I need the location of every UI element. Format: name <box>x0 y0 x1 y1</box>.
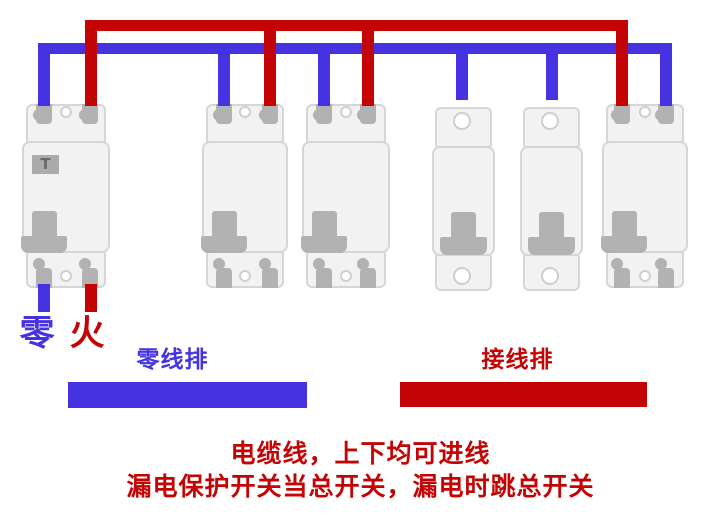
live-drop-wire <box>264 20 276 106</box>
terminal-screw <box>655 109 667 121</box>
terminal-screw <box>33 109 45 121</box>
toggle-lever-base <box>201 236 247 253</box>
toggle-lever <box>32 211 57 238</box>
indicator-hole <box>239 106 251 118</box>
terminal-hole <box>540 112 559 130</box>
toggle-lever-base <box>601 236 647 253</box>
neutral-drop-wire <box>318 43 330 106</box>
live-supply-wire <box>85 284 97 312</box>
terminal-hole <box>452 112 471 130</box>
toggle-lever <box>539 212 564 239</box>
terminal-screw <box>655 258 667 270</box>
indicator-hole <box>639 106 651 118</box>
terminal-screw <box>313 109 325 121</box>
terminal-screw <box>79 109 91 121</box>
toggle-lever <box>451 212 476 239</box>
toggle-lever <box>612 211 637 238</box>
terminal-screw <box>213 258 225 270</box>
neutral-wire-label: 零 <box>19 314 55 354</box>
live-drop-wire <box>85 20 97 106</box>
toggle-lever-base <box>440 237 487 255</box>
toggle-lever-base <box>301 236 347 253</box>
indicator-hole <box>60 106 72 118</box>
neutral-bus-bar <box>68 382 307 408</box>
live-drop-wire <box>362 20 374 106</box>
live-wire-label: 火 <box>69 314 105 354</box>
terminal-screw <box>79 258 91 270</box>
terminal-bus-bar <box>400 382 647 407</box>
terminal-bar-label: 接线排 <box>481 347 554 373</box>
terminal-tab <box>216 268 232 288</box>
caption-line-2: 漏电保护开关当总开关，漏电时跳总开关 <box>126 472 595 501</box>
neutral-drop-wire <box>456 43 468 100</box>
live-bus-wire <box>85 20 628 31</box>
terminal-screw <box>313 258 325 270</box>
indicator-hole <box>639 270 651 282</box>
live-drop-wire <box>616 20 628 106</box>
terminal-screw <box>357 109 369 121</box>
terminal-screw <box>259 109 271 121</box>
neutral-bar-label: 零线排 <box>136 347 209 373</box>
indicator-hole <box>340 106 352 118</box>
toggle-lever-base <box>21 236 67 253</box>
terminal-tab <box>658 268 674 288</box>
indicator-hole <box>340 270 352 282</box>
indicator-hole <box>239 270 251 282</box>
toggle-lever <box>312 211 337 238</box>
terminal-screw <box>213 109 225 121</box>
neutral-drop-wire <box>218 43 230 106</box>
terminal-tab <box>82 268 98 288</box>
neutral-bus-wire <box>38 43 672 54</box>
terminal-tab <box>36 268 52 288</box>
terminal-screw <box>33 258 45 270</box>
neutral-supply-wire <box>38 284 50 312</box>
terminal-screw <box>259 258 271 270</box>
terminal-tab <box>360 268 376 288</box>
terminal-screw <box>357 258 369 270</box>
indicator-hole <box>60 270 72 282</box>
terminal-tab <box>614 268 630 288</box>
terminal-screw <box>611 109 623 121</box>
test-button: T <box>32 155 59 174</box>
neutral-drop-wire <box>546 43 558 100</box>
breaker-body <box>302 141 390 253</box>
terminal-hole <box>540 267 559 285</box>
neutral-drop-wire <box>38 43 50 106</box>
caption-line-1: 电缆线，上下均可进线 <box>230 439 491 468</box>
toggle-lever <box>212 211 237 238</box>
neutral-drop-wire <box>660 43 672 106</box>
toggle-lever-base <box>528 237 575 255</box>
terminal-tab <box>262 268 278 288</box>
terminal-hole <box>452 267 471 285</box>
terminal-screw <box>611 258 623 270</box>
terminal-tab <box>316 268 332 288</box>
